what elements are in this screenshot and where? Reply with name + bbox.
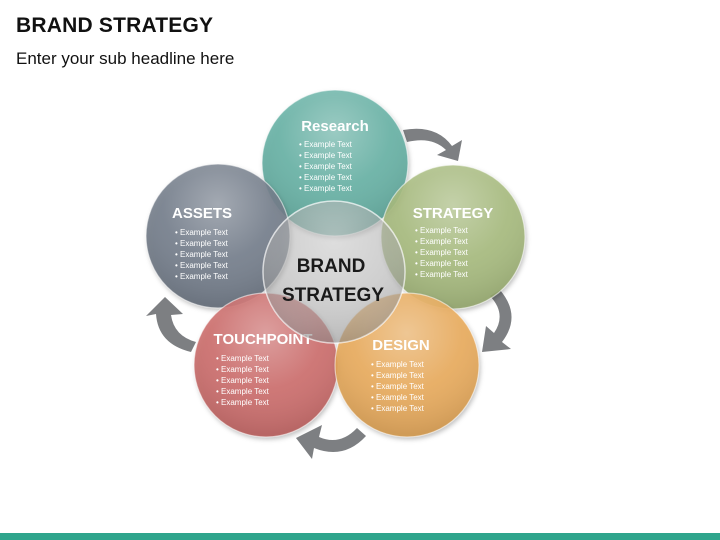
bottom-accent-bar <box>0 533 720 540</box>
strategy-item: • Example Text <box>415 259 469 268</box>
page-title: BRAND STRATEGY <box>16 14 214 37</box>
circle-strategy: STRATEGY • Example Text • Example Text •… <box>380 164 526 310</box>
design-item: • Example Text <box>371 393 425 402</box>
design-title: DESIGN <box>372 337 430 354</box>
assets-item: • Example Text <box>175 272 229 281</box>
research-item: • Example Text <box>299 173 353 182</box>
design-item: • Example Text <box>371 371 425 380</box>
assets-item: • Example Text <box>175 250 229 259</box>
touchpoint-item: • Example Text <box>216 354 270 363</box>
touchpoint-item: • Example Text <box>216 387 270 396</box>
strategy-item: • Example Text <box>415 270 469 279</box>
research-item: • Example Text <box>299 162 353 171</box>
strategy-item: • Example Text <box>415 237 469 246</box>
research-title: Research <box>301 118 369 135</box>
cycle-arrows <box>146 128 512 459</box>
circle-research: Research • Example Text • Example Text •… <box>261 89 409 237</box>
research-item: • Example Text <box>299 140 353 149</box>
research-item: • Example Text <box>299 184 353 193</box>
touchpoint-item: • Example Text <box>216 398 270 407</box>
strategy-item: • Example Text <box>415 248 469 257</box>
assets-item: • Example Text <box>175 228 229 237</box>
assets-item: • Example Text <box>175 261 229 270</box>
page-subtitle: Enter your sub headline here <box>16 49 235 68</box>
center-label-line1: BRAND <box>297 256 366 277</box>
arrow-strategy-to-design-icon <box>482 290 512 352</box>
center-label-line2: STRATEGY <box>282 285 384 306</box>
design-item: • Example Text <box>371 360 425 369</box>
arrow-research-to-strategy-icon <box>403 128 462 161</box>
assets-title: ASSETS <box>172 205 232 222</box>
arrow-design-to-touchpoint-icon <box>296 425 366 459</box>
design-item: • Example Text <box>371 404 425 413</box>
strategy-title: STRATEGY <box>413 205 494 222</box>
touchpoint-item: • Example Text <box>216 376 270 385</box>
arrow-touchpoint-to-assets-icon <box>146 297 196 352</box>
circle-assets: ASSETS • Example Text • Example Text • E… <box>145 163 291 309</box>
center-circle: BRAND STRATEGY <box>262 200 406 344</box>
assets-item: • Example Text <box>175 239 229 248</box>
strategy-item: • Example Text <box>415 226 469 235</box>
research-item: • Example Text <box>299 151 353 160</box>
touchpoint-title: TOUCHPOINT <box>214 331 313 348</box>
touchpoint-item: • Example Text <box>216 365 270 374</box>
design-item: • Example Text <box>371 382 425 391</box>
